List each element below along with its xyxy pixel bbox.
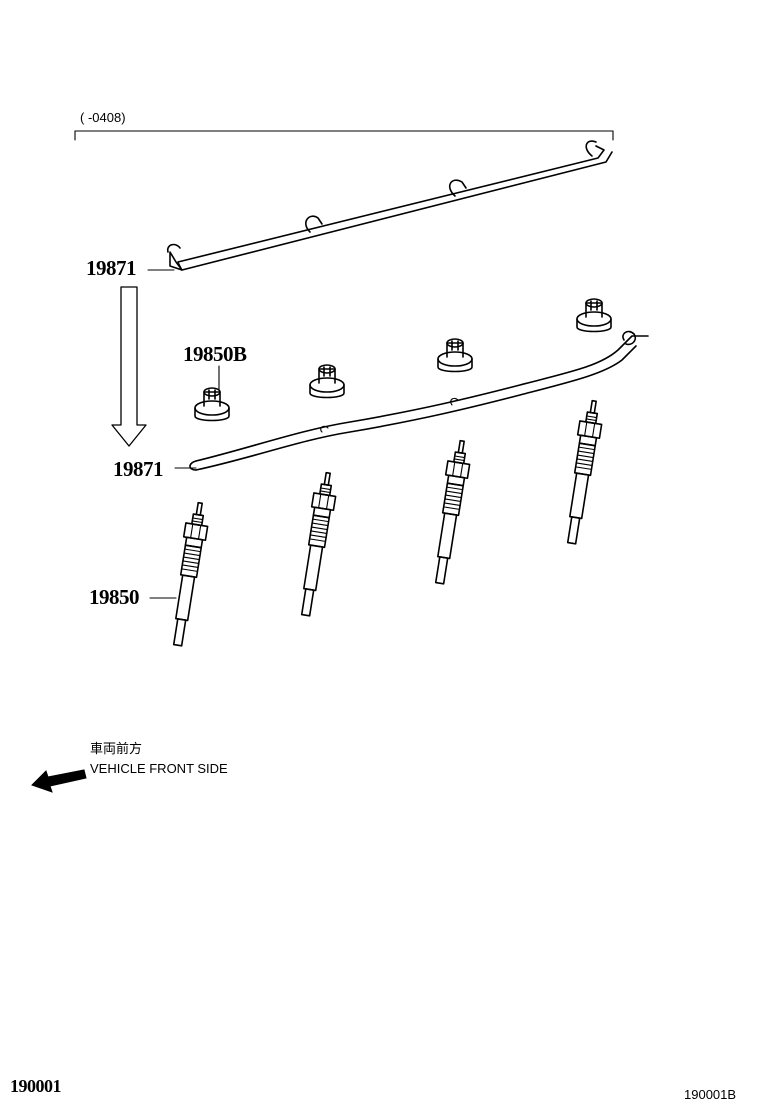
glow-plug-wire-lower [189, 330, 649, 471]
part-label-wire-upper: 19871 [86, 256, 137, 280]
page-code: 190001 [10, 1076, 62, 1096]
glow-plug-wire-upper [166, 140, 613, 271]
vehicle-front-japanese: 車両前方 [90, 741, 143, 756]
nut-3 [437, 338, 473, 373]
glow-plug-2 [300, 471, 337, 617]
date-range-bracket [74, 130, 614, 141]
date-range-label: ( -0408) [80, 110, 126, 125]
front-direction-arrow-icon [31, 769, 87, 793]
figure-code: 190001B [684, 1087, 737, 1102]
glow-plug-4 [566, 399, 603, 545]
glow-plug-3 [434, 439, 471, 585]
nut-1 [194, 387, 230, 422]
nut-2 [309, 364, 345, 399]
vehicle-front-english: VEHICLE FRONT SIDE [90, 761, 228, 776]
nut-4 [576, 298, 612, 333]
replacement-arrow [111, 286, 147, 447]
part-label-nut: 19850B [183, 342, 247, 366]
glow-plug-1 [172, 501, 209, 647]
part-label-wire-lower: 19871 [113, 457, 164, 481]
part-label-glow-plug: 19850 [89, 585, 140, 609]
